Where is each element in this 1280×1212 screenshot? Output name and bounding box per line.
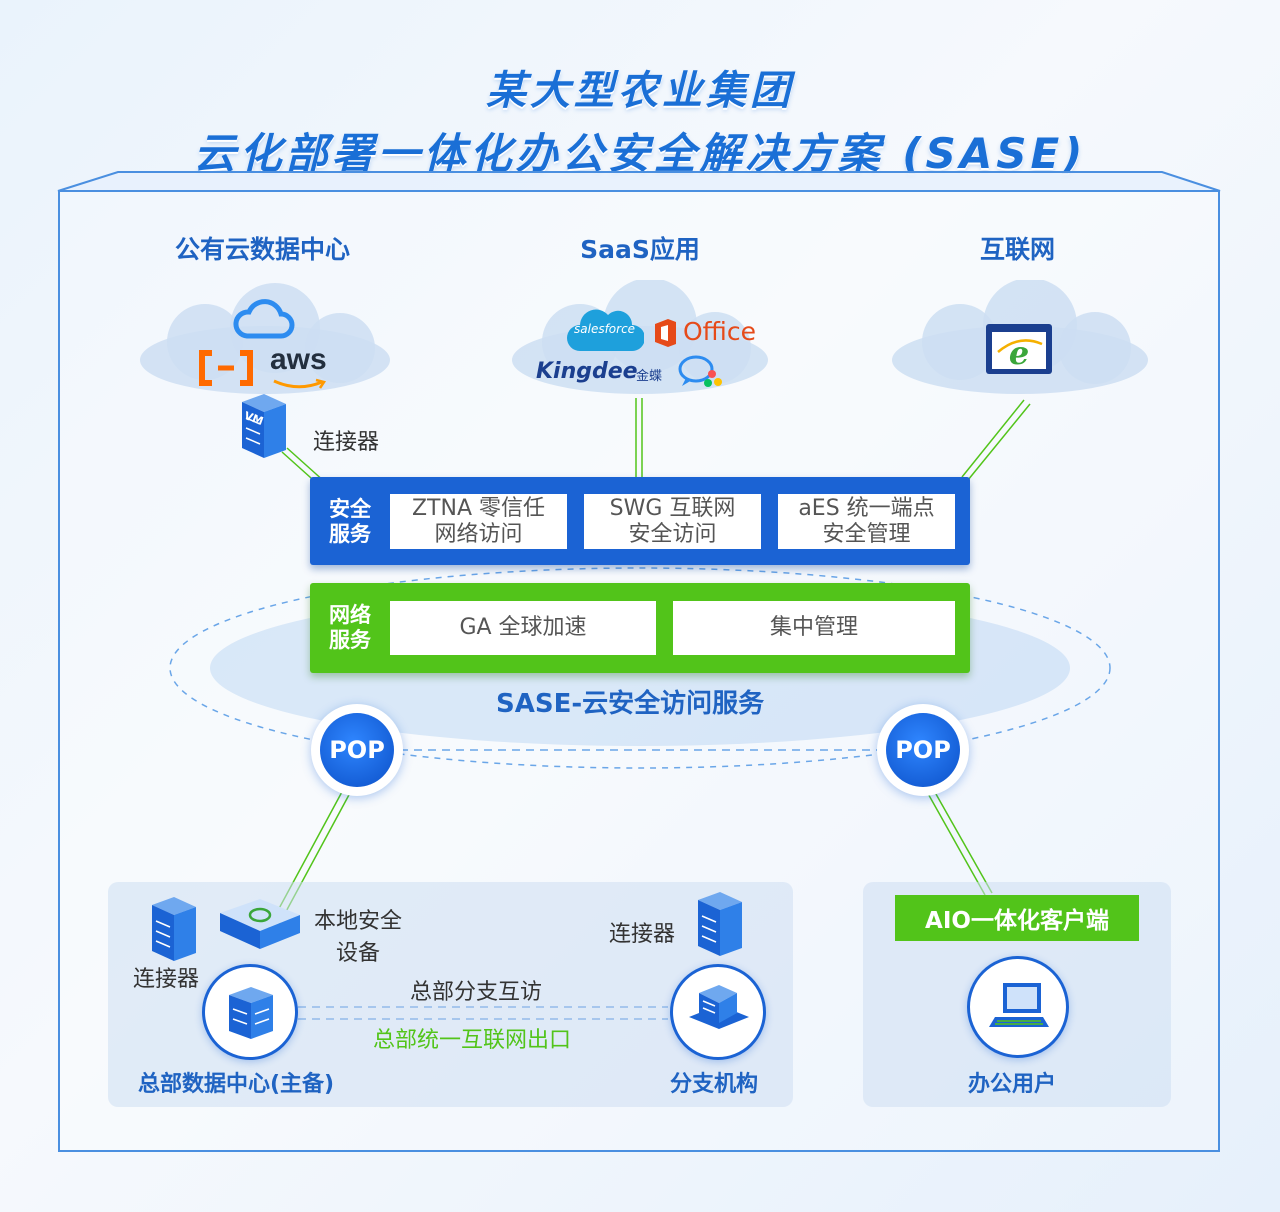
pop-right: POP — [877, 704, 969, 796]
service-central-mgmt: 集中管理 — [673, 601, 955, 655]
salesforce-icon — [567, 309, 644, 351]
hq-datacenter-name: 总部数据中心(主备) — [138, 1072, 335, 1097]
branch-connector-label: 连接器 — [609, 922, 676, 947]
aliyun-icon — [199, 350, 253, 386]
laptop-icon — [989, 983, 1049, 1027]
cloud-connector-label: 连接器 — [313, 430, 380, 455]
vm-server-icon — [242, 394, 286, 458]
security-services-label: 安全 服务 — [329, 497, 371, 546]
saas-heading: SaaS应用 — [580, 235, 700, 264]
branch-building-icon — [689, 985, 749, 1029]
hq-connector-label: 连接器 — [133, 967, 200, 992]
aio-client-badge: AIO一体化客户端 — [895, 895, 1139, 941]
service-ga: GA 全球加速 — [390, 601, 656, 655]
branch-name: 分支机构 — [670, 1072, 759, 1097]
aws-smile-icon — [273, 378, 327, 389]
office-icon — [655, 319, 676, 347]
title-line-2: 云化部署一体化办公安全解决方案 (SASE) — [193, 129, 1087, 178]
hq-internet-egress-label: 总部统一互联网出口 — [373, 1028, 572, 1053]
hq-branch-interaccess-label: 总部分支互访 — [410, 980, 543, 1005]
security-services-box: 安全 服务 ZTNA 零信任 网络访问 SWG 互联网 安全访问 aES 统一端… — [310, 477, 970, 565]
pop-left-label: POP — [320, 713, 394, 787]
tencent-cloud-icon — [233, 299, 295, 339]
service-swg: SWG 互联网 安全访问 — [584, 494, 761, 549]
pop-right-label: POP — [886, 713, 960, 787]
office-user-node — [967, 956, 1069, 1058]
internet-heading: 互联网 — [979, 235, 1055, 264]
local-security-device-label: 本地安全 设备 — [313, 909, 402, 966]
office-user-name: 办公用户 — [968, 1072, 1057, 1097]
hq-vm-server-icon — [152, 897, 196, 961]
salesforce-logo: salesforce — [574, 322, 636, 336]
chat-app-icon — [678, 355, 722, 387]
kingdee-cn-logo: 金蝶 — [636, 369, 663, 384]
public-cloud-heading: 公有云数据中心 — [174, 235, 350, 264]
sase-label: SASE-云安全访问服务 — [496, 689, 765, 719]
title-line-1: 某大型农业集团 — [486, 68, 794, 114]
service-aes: aES 统一端点 安全管理 — [778, 494, 955, 549]
security-appliance-icon — [220, 899, 300, 949]
pop-left: POP — [311, 704, 403, 796]
aws-logo: aws — [270, 343, 327, 376]
kingdee-logo: Kingdee — [536, 359, 638, 384]
branch-node — [670, 964, 766, 1060]
browser-ie-icon: e — [986, 324, 1052, 374]
network-services-box: 网络 服务 GA 全球加速 集中管理 — [310, 583, 970, 673]
network-services-label: 网络 服务 — [329, 603, 371, 652]
service-ztna: ZTNA 零信任 网络访问 — [390, 494, 567, 549]
hq-datacenter-node — [202, 964, 298, 1060]
branch-vm-server-icon — [698, 892, 742, 956]
office-logo: Office — [683, 317, 756, 346]
datacenter-icon — [229, 987, 273, 1039]
